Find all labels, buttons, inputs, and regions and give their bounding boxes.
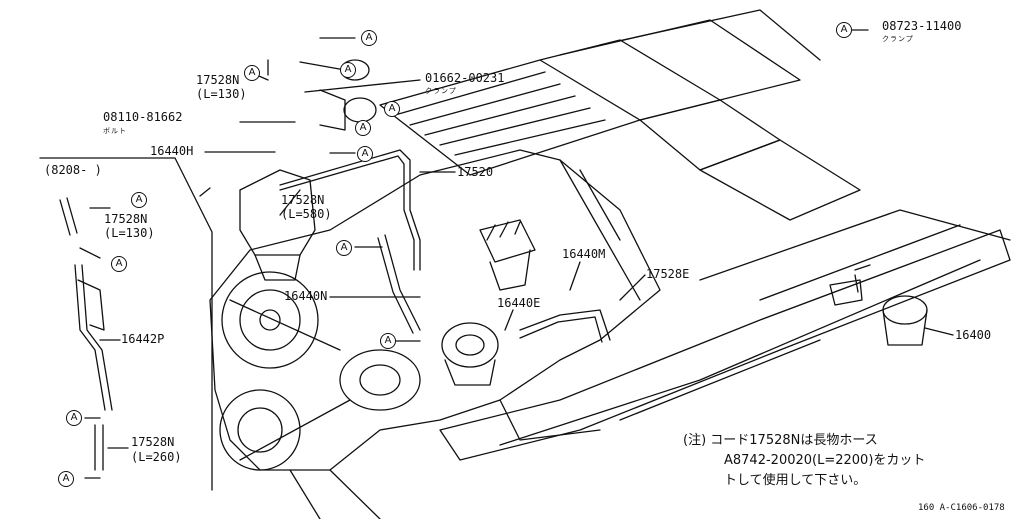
clamp-symbol: A bbox=[58, 471, 74, 487]
hose-16440N bbox=[384, 234, 421, 331]
callout-16440M: 16440M bbox=[562, 247, 606, 261]
clamp-symbol: A bbox=[244, 65, 260, 81]
callout-08110: 08110-81662 bbox=[103, 110, 183, 124]
callout-16440H: 16440H bbox=[150, 144, 194, 158]
clamp-symbol: A bbox=[336, 240, 352, 256]
air-pump bbox=[441, 322, 499, 368]
clamp-symbol: A bbox=[355, 120, 371, 136]
clamp-symbol: A bbox=[361, 30, 377, 46]
callout-17520: 17520 bbox=[457, 165, 494, 179]
lower-pulley bbox=[219, 389, 301, 471]
note-line-1: (注) コード17528Nは長物ホース bbox=[683, 433, 878, 448]
clamp-symbol: A bbox=[384, 101, 400, 117]
figure-code: 160 A-C1606-0178 bbox=[918, 503, 1005, 513]
note-line-2: A8742-20020(L=2200)をカット bbox=[724, 453, 926, 468]
clamp-symbol: A bbox=[111, 256, 127, 272]
inset-date-range: (8208- ) bbox=[44, 163, 102, 177]
callout-01662-name: クランプ bbox=[425, 87, 457, 95]
callout-16442P: 16442P bbox=[121, 332, 165, 346]
callout-17528E: 17528E bbox=[646, 267, 690, 281]
crank-pulley bbox=[221, 271, 319, 369]
thermostat-housing bbox=[239, 169, 316, 256]
clamp-symbol: A bbox=[836, 22, 852, 38]
callout-17528N-inset1-length: (L=130) bbox=[104, 226, 155, 240]
callout-17528N-mid-length: (L=580) bbox=[281, 207, 332, 221]
callout-01662: 01662-00231 bbox=[425, 71, 505, 85]
hose-16440M bbox=[519, 309, 611, 341]
callout-17528N-inset2-length: (L=260) bbox=[131, 450, 182, 464]
callout-16440N: 16440N bbox=[284, 289, 328, 303]
pipe-17520 bbox=[279, 149, 421, 271]
callout-17528N-top-length: (L=130) bbox=[196, 87, 247, 101]
clamp-symbol: A bbox=[357, 146, 373, 162]
note-line-3: トして使用して下さい。 bbox=[724, 473, 867, 488]
distributor bbox=[479, 219, 536, 263]
inset-divider bbox=[39, 157, 213, 491]
callout-17528N-top: 17528N bbox=[196, 73, 240, 87]
clamp-symbol: A bbox=[340, 62, 356, 78]
callout-08110-name: ボルト bbox=[103, 127, 127, 135]
engine-block-outline bbox=[209, 149, 661, 471]
legend-part-number: 08723-11400 bbox=[882, 19, 962, 33]
clamp-symbol: A bbox=[66, 410, 82, 426]
frame-rail bbox=[439, 229, 1011, 461]
callout-16440E: 16440E bbox=[497, 296, 541, 310]
canister-16400 bbox=[882, 295, 928, 325]
callout-17528N-inset1: 17528N bbox=[104, 212, 148, 226]
clamp-symbol: A bbox=[380, 333, 396, 349]
inset-hose-top bbox=[59, 199, 71, 236]
clamp-symbol: A bbox=[131, 192, 147, 208]
callout-16400: 16400 bbox=[955, 328, 992, 342]
legend-part-name: クランプ bbox=[882, 35, 914, 43]
callout-17528N-inset2: 17528N bbox=[131, 435, 175, 449]
callout-17528N-mid: 17528N bbox=[281, 193, 325, 207]
inset-pipe-16442P bbox=[74, 264, 106, 411]
valve-cover bbox=[379, 59, 641, 176]
